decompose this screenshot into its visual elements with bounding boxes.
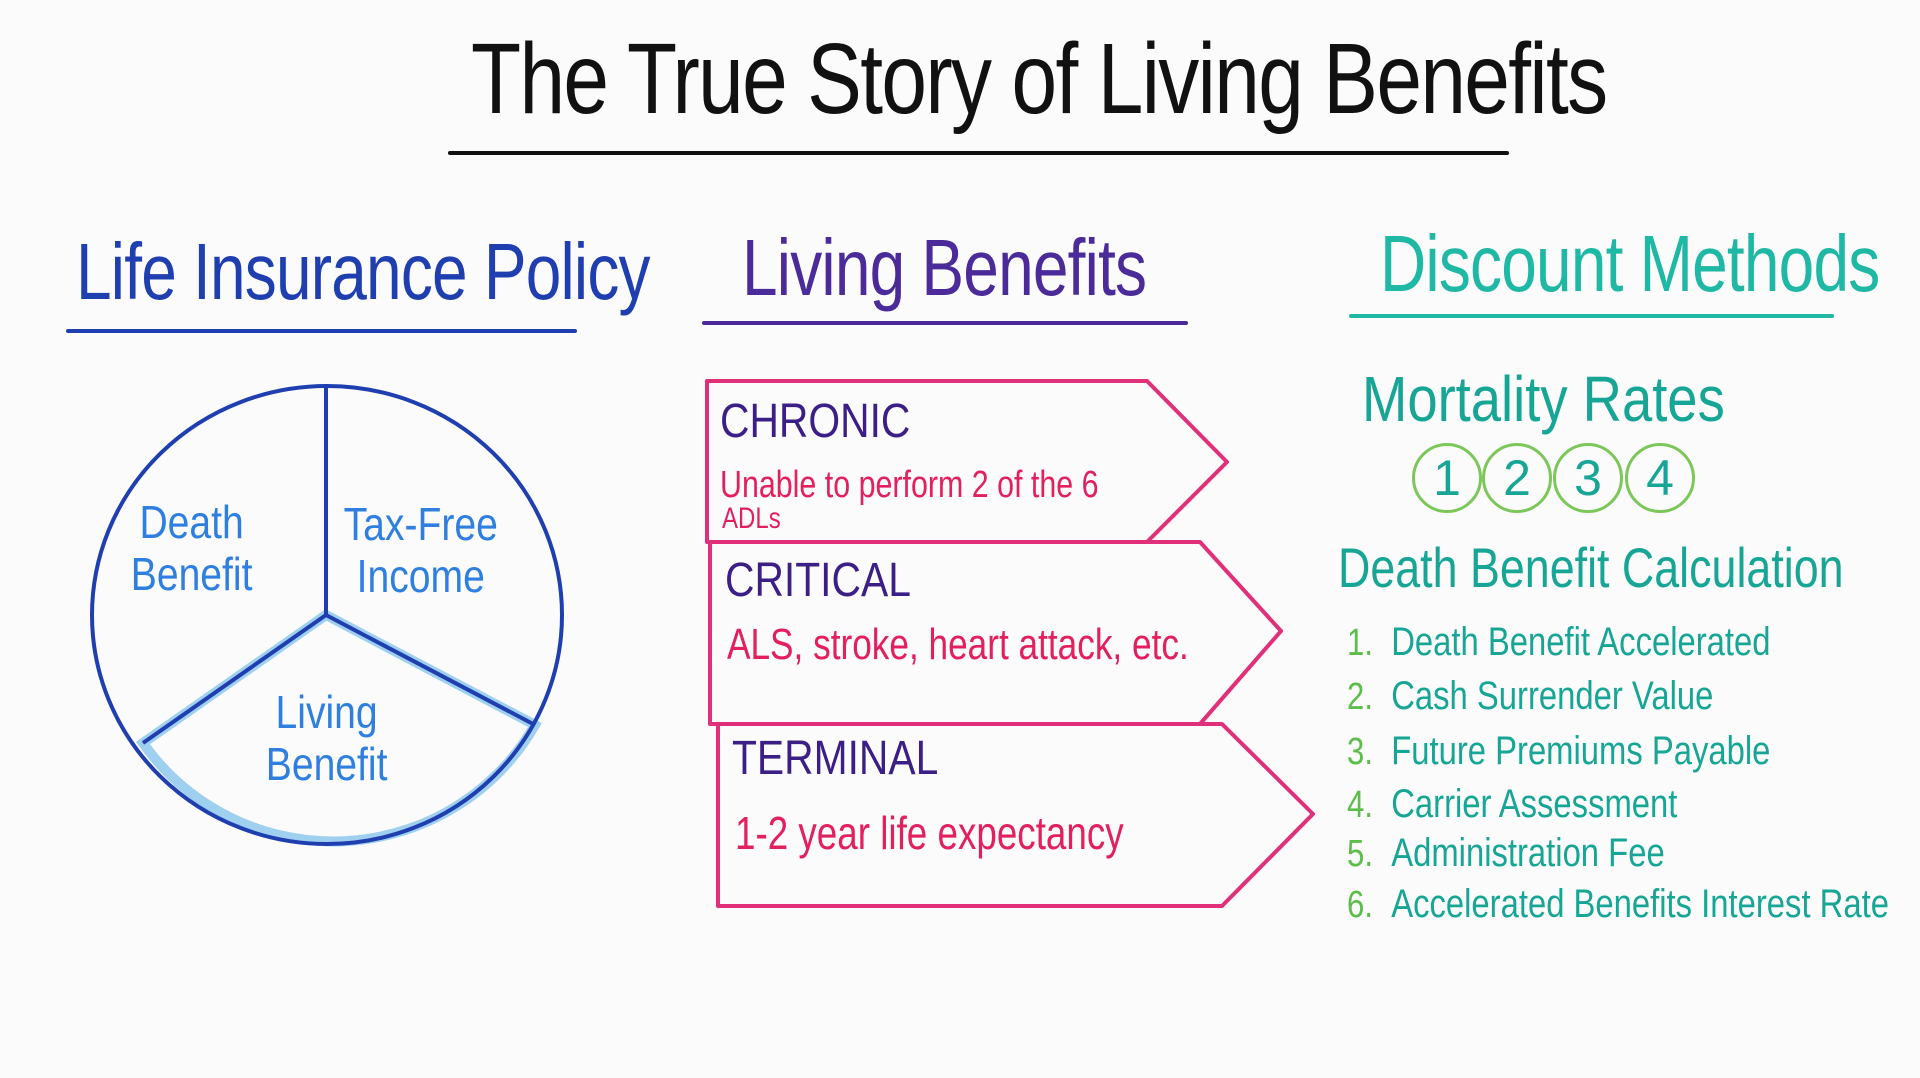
chronic-description-cont: ADLs [722,502,781,535]
terminal-arrow-box [716,722,1315,908]
discount-heading: Discount Methods [1380,219,1880,308]
calc-item-number: 2. [1347,676,1373,718]
calc-item: 5. Administration Fee [1347,831,1665,876]
pie-divider [141,613,328,745]
calc-item-number: 5. [1347,833,1373,875]
calc-item: 4. Carrier Assessment [1347,782,1677,827]
discount-underline [1349,314,1834,318]
pie-chart [90,384,564,847]
critical-label: CRITICAL [725,554,911,607]
calc-item-number: 3. [1347,731,1373,773]
mortality-rates-title: Mortality Rates [1362,363,1725,435]
pie-divider [325,613,536,727]
calc-item: 6. Accelerated Benefits Interest Rate [1347,882,1889,927]
terminal-description: 1-2 year life expectancy [735,807,1124,859]
policy-heading: Life Insurance Policy [76,227,651,316]
critical-description: ALS, stroke, heart attack, etc. [727,620,1189,669]
pie-label-line: Benefit [130,548,253,600]
calc-item-number: 6. [1347,884,1373,926]
mortality-rate-2: 2 [1482,443,1552,513]
pie-label-tax-free-income: Tax-Free Income [344,498,498,602]
pie-label-line: Benefit [265,738,388,790]
living-heading: Living Benefits [742,223,1147,312]
pie-label-living-benefit: Living Benefit [266,686,388,790]
pie-label-line: Tax-Free [343,498,498,550]
mortality-rate-3: 3 [1553,443,1623,513]
calc-item: 2. Cash Surrender Value [1347,674,1713,719]
terminal-label: TERMINAL [732,732,939,785]
policy-underline [66,329,577,333]
calc-item-text: Cash Surrender Value [1391,674,1714,718]
pie-label-line: Living [275,686,378,738]
mortality-rate-1: 1 [1412,443,1482,513]
calc-title: Death Benefit Calculation [1338,536,1844,599]
pie-label-death-benefit: Death Benefit [131,496,253,600]
critical-arrow-box [708,540,1283,726]
calc-item: 3. Future Premiums Payable [1347,729,1770,774]
page-title: The True Story of Living Benefits [471,23,1608,135]
chronic-arrow-box [705,379,1229,544]
living-underline [702,321,1188,325]
chronic-label: CHRONIC [720,395,911,448]
calc-item-text: Accelerated Benefits Interest Rate [1391,882,1889,926]
chronic-description: Unable to perform 2 of the 6 [720,464,1099,506]
pie-label-line: Death [139,496,244,548]
mortality-rate-4: 4 [1625,443,1695,513]
pie-label-line: Income [356,550,485,602]
title-underline [448,151,1509,155]
calc-item-text: Death Benefit Accelerated [1391,620,1771,664]
calc-item-number: 4. [1347,784,1373,826]
calc-item: 1. Death Benefit Accelerated [1347,620,1771,665]
calc-item-number: 1. [1347,622,1373,664]
calc-item-text: Administration Fee [1391,831,1665,875]
pie-outline [90,384,564,846]
calc-item-text: Carrier Assessment [1391,782,1678,826]
calc-item-text: Future Premiums Payable [1391,729,1771,773]
